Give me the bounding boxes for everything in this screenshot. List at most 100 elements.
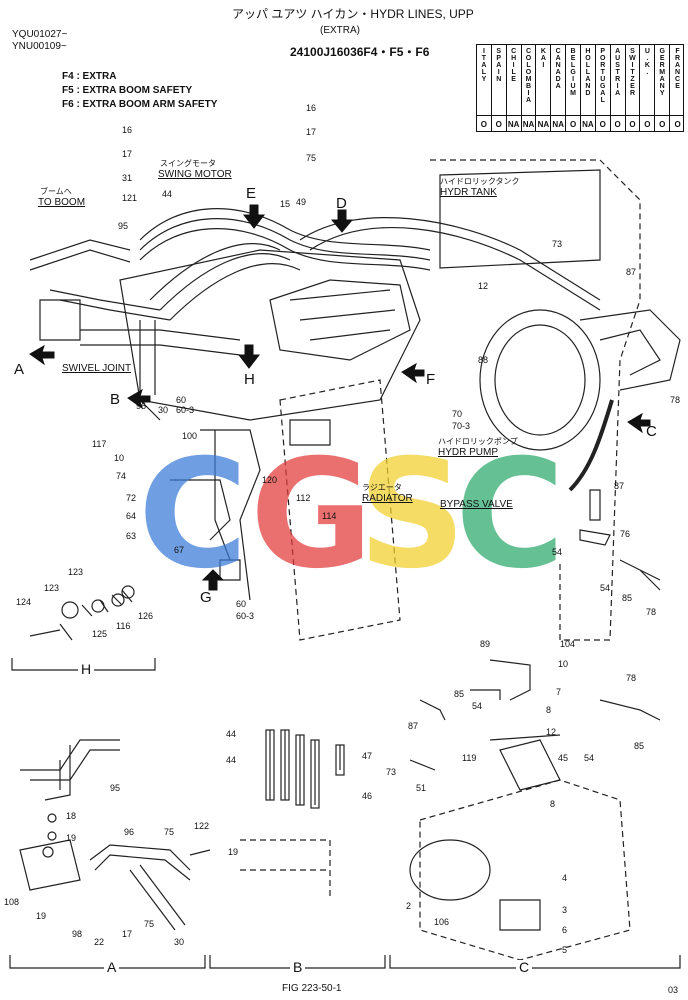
part-num: 46 xyxy=(362,791,373,801)
part-num: 85 xyxy=(454,689,465,699)
part-num: 112 xyxy=(296,493,311,503)
part-num: 87 xyxy=(614,481,625,491)
hydr-tank-outline xyxy=(439,169,601,269)
part-num: 87 xyxy=(408,721,419,731)
country-name: C A N A D A xyxy=(555,48,561,90)
part-num: 44 xyxy=(162,189,173,199)
part-num: 106 xyxy=(434,917,450,927)
part-num: 54 xyxy=(472,701,483,711)
legend-f6: F6 : EXTRA BOOM ARM SAFETY xyxy=(62,99,218,110)
serial-1: YQU01027~ xyxy=(12,29,68,40)
part-num: 70 xyxy=(452,409,463,419)
part-num: 123 xyxy=(68,567,84,577)
part-num: 122 xyxy=(194,821,210,831)
watermark-letter-c1: C xyxy=(138,428,249,602)
swing-motor-label: SWING MOTOR xyxy=(158,169,232,180)
hydr-tank-label: HYDR TANK xyxy=(440,187,497,198)
view-arrow-d xyxy=(330,209,354,233)
part-number: 24100J16036F4・F5・F6 xyxy=(290,45,430,59)
to-boom-label: TO BOOM xyxy=(38,197,86,208)
view-letter-d: D xyxy=(336,195,347,212)
view-arrow-h xyxy=(237,344,261,369)
figure-number: FIG 223-50-1 xyxy=(282,983,342,994)
part-num: 17 xyxy=(122,149,133,159)
part-num: 76 xyxy=(620,529,631,539)
part-num: 124 xyxy=(16,597,32,607)
view-arrow-a xyxy=(29,344,55,366)
part-num: 4 xyxy=(562,873,568,883)
part-num: 95 xyxy=(110,783,121,793)
part-num: 63 xyxy=(126,531,137,541)
part-num: 96 xyxy=(136,401,147,411)
part-num: 2 xyxy=(406,901,412,911)
part-num: 8 xyxy=(550,799,556,809)
part-num: 6 xyxy=(562,925,568,935)
country-value: O xyxy=(569,120,577,129)
view-letter-c: C xyxy=(646,423,657,440)
part-num: 44 xyxy=(226,729,237,739)
radiator-outline xyxy=(279,379,401,641)
view-letter-b: B xyxy=(110,391,121,408)
part-num: 100 xyxy=(182,431,198,441)
view-arrow-b xyxy=(127,388,151,410)
diagram-subtitle: (EXTRA) xyxy=(320,25,360,36)
country-value: O xyxy=(495,120,502,129)
part-num: 88 xyxy=(478,355,489,365)
legend-f4: F4 : EXTRA xyxy=(62,71,117,82)
country-value: NA xyxy=(507,120,520,129)
part-num: 22 xyxy=(94,937,105,947)
to-boom-lines xyxy=(29,239,171,321)
bypass-valve-label: BYPASS VALVE xyxy=(440,499,513,510)
part-num: 73 xyxy=(552,239,563,249)
part-num: 8 xyxy=(546,705,552,715)
country-value: O xyxy=(629,120,636,129)
part-num: 17 xyxy=(306,127,317,137)
section-a-tubes xyxy=(89,844,191,931)
country-value: O xyxy=(659,120,666,129)
country-name: K A I xyxy=(540,48,546,69)
part-num: 18 xyxy=(66,811,77,821)
section-b-hoses xyxy=(269,730,341,805)
hydr-tank-jp-label: ハイドロリックタンク xyxy=(440,177,520,186)
part-num: 70-3 xyxy=(452,421,471,431)
part-num: 51 xyxy=(416,783,427,793)
part-num: 10 xyxy=(558,659,569,669)
part-num: 108 xyxy=(4,897,20,907)
watermark-letter-g: G xyxy=(250,428,374,602)
part-num: 7 xyxy=(556,687,562,697)
part-num: 123 xyxy=(44,583,60,593)
part-num: 12 xyxy=(478,281,489,291)
part-num: 60-3 xyxy=(236,611,255,621)
hydr-pump-body xyxy=(479,309,601,451)
part-num: 95 xyxy=(118,221,129,231)
view-letter-e: E xyxy=(246,185,257,202)
part-num: 16 xyxy=(306,103,317,113)
hydr-pump-jp-label: ハイドロリックポンプ xyxy=(438,437,518,446)
part-num: 126 xyxy=(138,611,154,621)
country-name: H O L L A N D xyxy=(585,48,591,97)
part-num: 78 xyxy=(626,673,637,683)
country-name: F R A N C E xyxy=(675,48,681,90)
part-num: 87 xyxy=(626,267,637,277)
view-arrow-e xyxy=(242,204,266,229)
view-letter-a: A xyxy=(14,361,25,378)
part-num: 45 xyxy=(558,753,569,763)
country-name: U . K . xyxy=(644,48,650,76)
part-num: 89 xyxy=(480,639,491,649)
part-num: 19 xyxy=(36,911,47,921)
part-num: 67 xyxy=(174,545,185,555)
to-boom-jp-label: ブームへ xyxy=(40,187,72,196)
part-num: 75 xyxy=(306,153,317,163)
part-num: 85 xyxy=(622,593,633,603)
country-value: O xyxy=(614,120,621,129)
section-c-bracket xyxy=(389,955,681,969)
section-h-label: H xyxy=(78,662,95,676)
